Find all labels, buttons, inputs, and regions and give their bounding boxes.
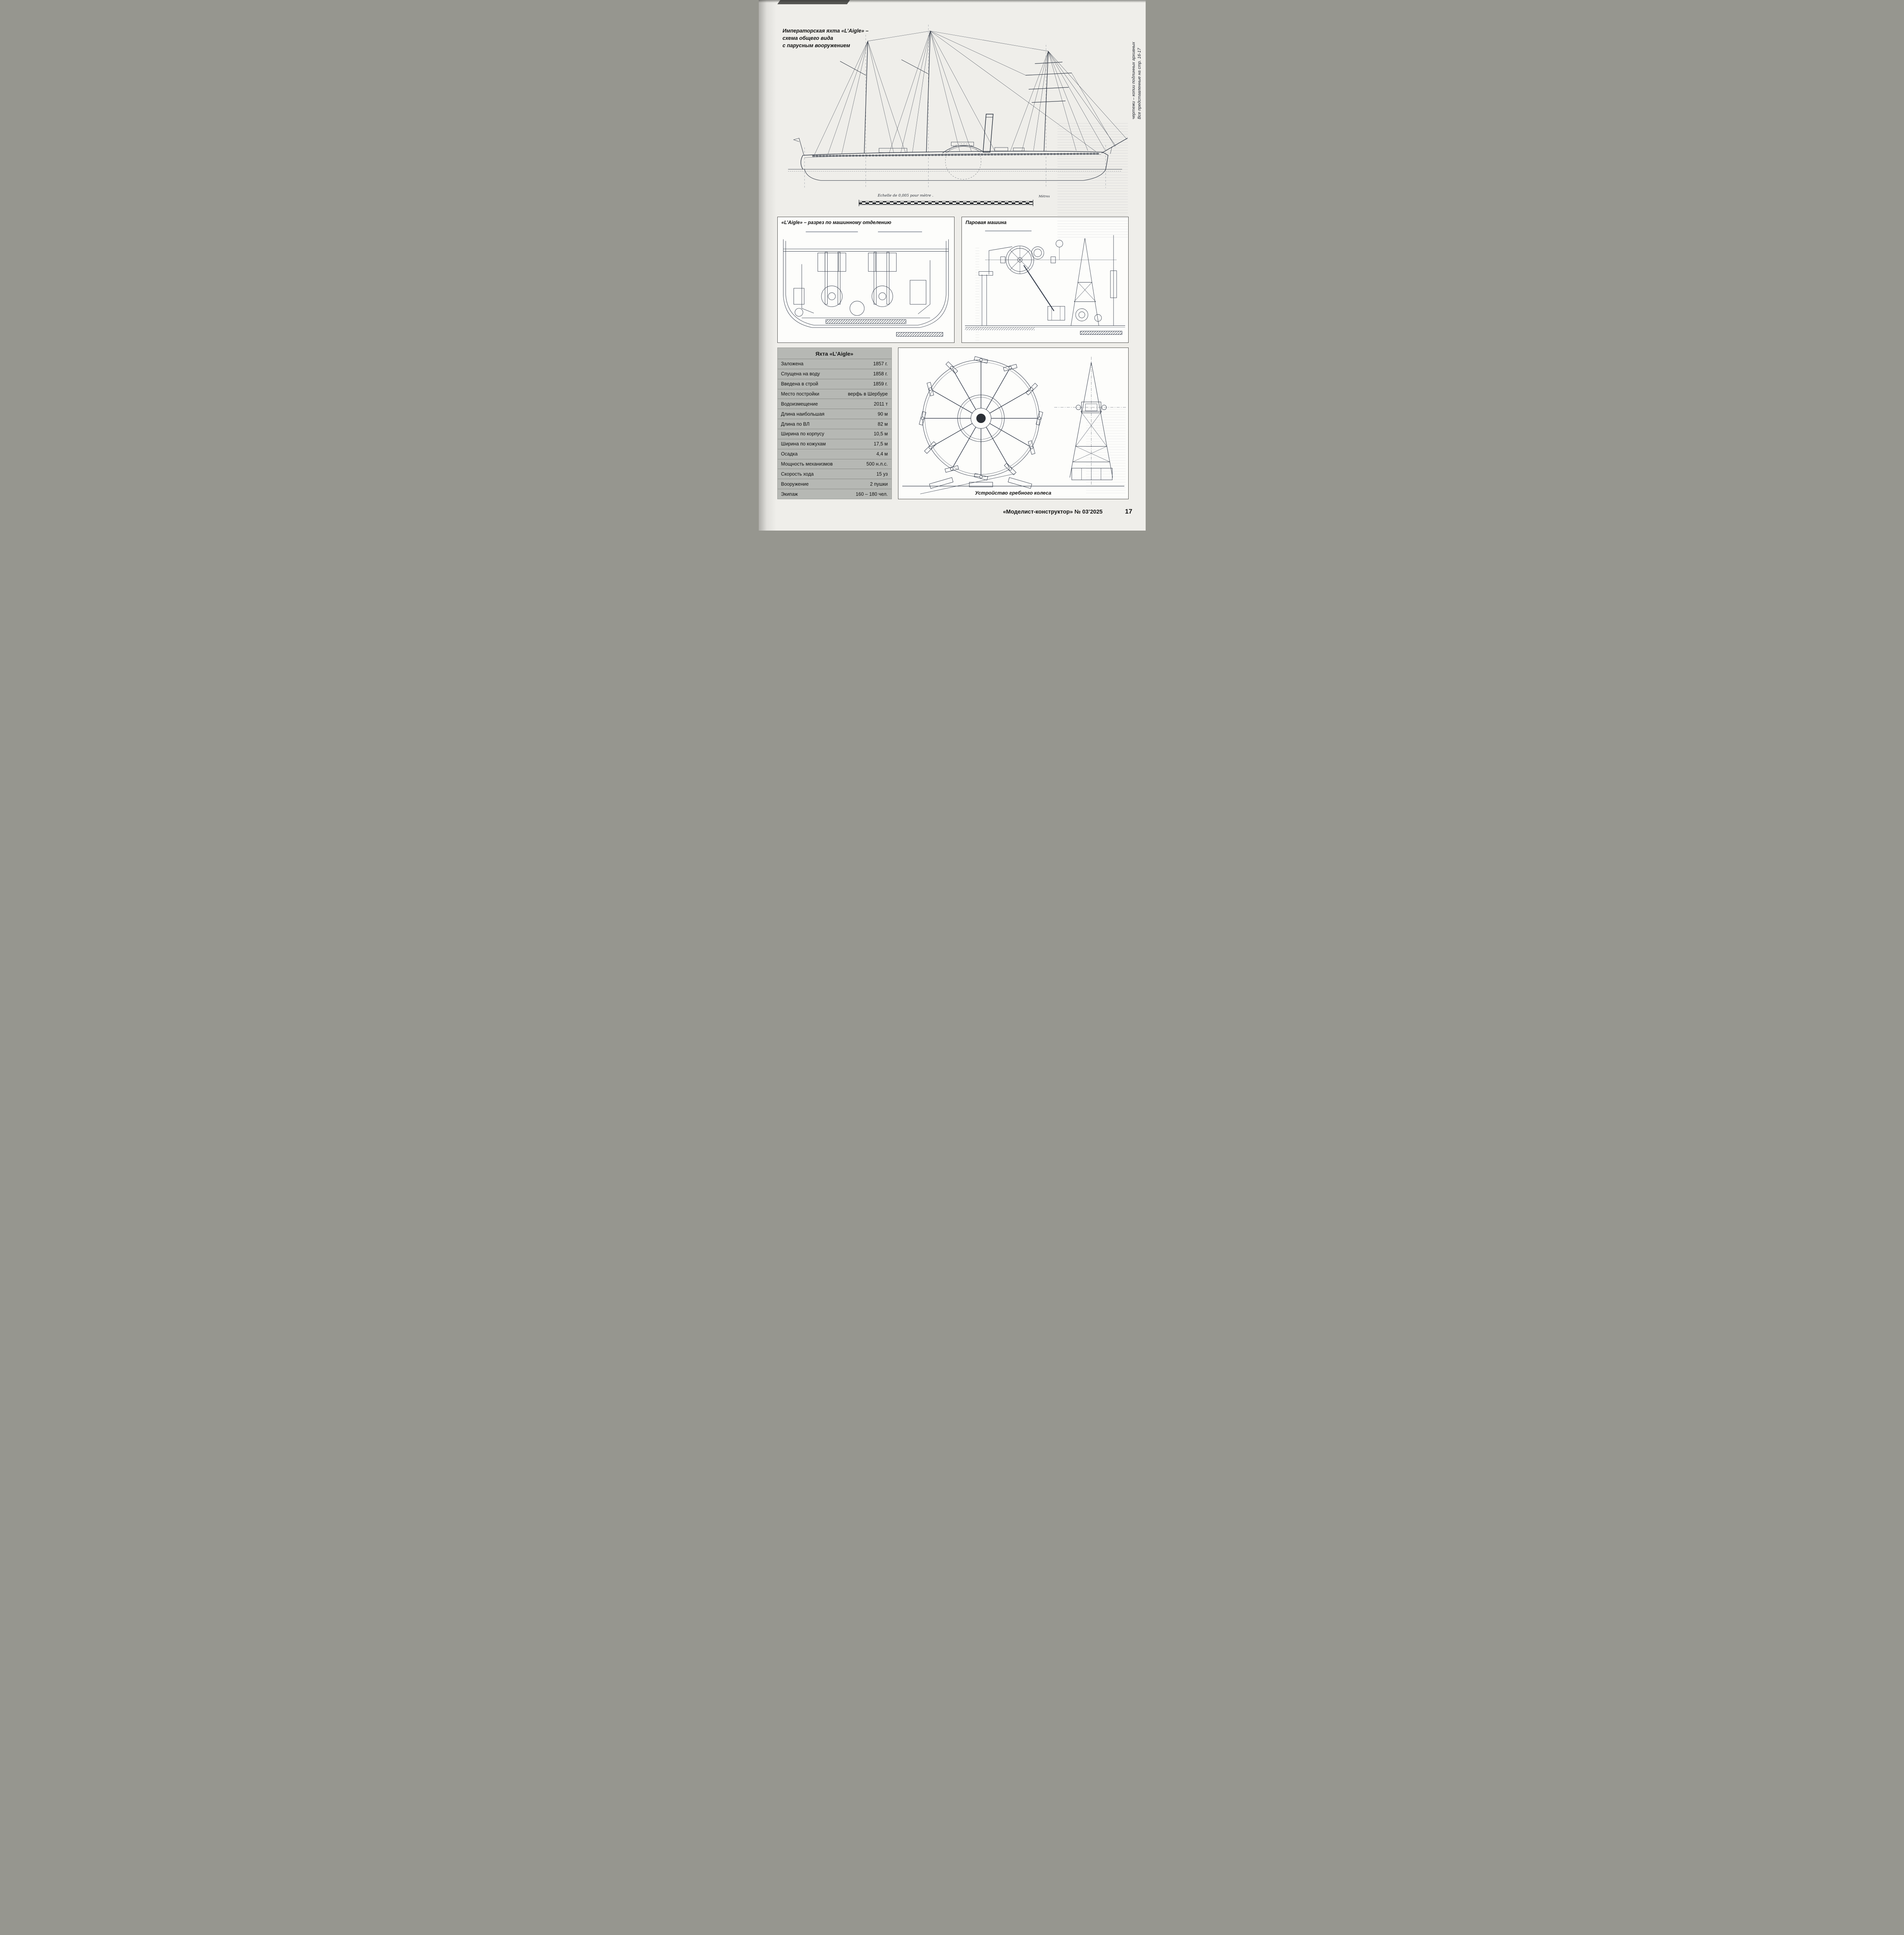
spec-value: 10,5 м [874,431,888,437]
spec-table-title: Яхта «L’Aigle» [815,351,854,357]
paddle-wheel-drawing [902,356,1126,494]
spec-label: Длина по ВЛ [781,421,810,427]
magazine-issue-label: «Моделист-конструктор» № 03’2025 [1003,509,1103,515]
table-row: Водоизмещение 2011 т [777,399,891,409]
spec-value: 500 н.л.с. [866,461,888,467]
engine-room-drawing [783,231,949,337]
spec-value: 90 м [878,411,888,417]
table-row: Длина наибольшая 90 м [777,409,891,419]
table-row: Скорость хода 15 уз [777,469,891,479]
engine-room-title: «L’Aigle» – разрез по машинному отделени… [781,220,891,225]
spec-label: Место постройки [781,391,819,397]
spec-value: 1858 г. [873,371,888,377]
table-row: Ширина по корпусу 10,5 м [777,429,891,439]
spec-label: Ширина по кожухам [781,441,826,447]
scan-artifact [777,0,850,4]
page-title-line: с парусным вооружением [782,43,850,49]
margin-note-line: Все представленные на стр. 16-17 [1137,48,1142,119]
table-row: Экипаж 160 – 180 чел. [777,489,891,499]
margin-note-line: чертежи – копии подлинных архивных [1131,42,1136,119]
scale-units-label: Mètres [1038,195,1050,198]
engine-room-section-panel: «L’Aigle» – разрез по машинному отделени… [777,217,955,343]
spec-label: Мощность механизмов [781,461,833,467]
table-row: Заложена 1857 г. [777,359,891,369]
spec-value: 17,5 м [874,441,888,447]
table-row: Ширина по кожухам 17,5 м [777,438,891,449]
spec-label: Водоизмещение [781,401,818,407]
spec-table: Яхта «L’Aigle» Заложена 1857 г. Спущена н… [777,348,892,499]
paddle-wheel-panel: Устройство гребного колеса [898,348,1129,499]
spec-value: 1857 г. [873,361,888,367]
page-number: 17 [1125,508,1132,515]
spec-value: 82 м [878,421,888,427]
spec-label: Осадка [781,451,798,457]
margin-note: Все представленные на стр. 16-17 чертежи… [1131,22,1143,119]
spec-label: Ширина по корпусу [781,431,825,437]
spec-value: 4,4 м [876,451,888,457]
table-row: Мощность механизмов 500 н.л.с. [777,459,891,469]
general-view-drawing [777,17,1129,196]
spec-value: 1859 г. [873,381,888,387]
spec-label: Длина наибольшая [781,411,825,417]
table-row: Осадка 4,4 м [777,449,891,459]
paddle-wheel-caption: Устройство гребного колеса [975,490,1052,496]
steam-engine-panel: Паровая машина [961,217,1129,343]
spec-value: 2 пушки [870,481,888,487]
table-row: Спущена на воду 1858 г. [777,368,891,379]
spec-label: Заложена [781,361,804,367]
spec-value: 15 уз [876,471,888,477]
scale-label: Echelle de 0,005 pour mètre . [878,194,934,198]
page-footer: «Моделист-конструктор» № 03’2025 17 [759,508,1146,515]
spec-label: Экипаж [781,491,798,497]
table-row: Длина по ВЛ 82 м [777,419,891,429]
table-row: Место постройки верфь в Шербуре [777,389,891,399]
spec-value: 160 – 180 чел. [855,491,888,497]
ship-side-view-illustration [788,24,1128,188]
spec-label: Вооружение [781,481,809,487]
spec-label: Введена в строй [781,381,818,387]
table-row: Введена в строй 1859 г. [777,378,891,389]
magazine-page-scan: Императорская яхта «L’Aigle» – схема общ… [758,0,1146,531]
spec-value: верфь в Шербуре [848,391,888,397]
page-title: Императорская яхта «L’Aigle» – схема общ… [783,27,879,49]
page-title-line: Императорская яхта «L’Aigle» – [782,28,869,34]
steam-engine-drawing [965,230,1125,335]
page-title-line: схема общего вида [782,35,833,41]
scale-ruler [859,200,1033,206]
spec-value: 2011 т [874,401,888,407]
spec-label: Скорость хода [781,471,814,477]
table-row: Вооружение 2 пушки [777,479,891,489]
steam-engine-title: Паровая машина [965,220,1007,225]
spec-label: Спущена на воду [781,371,820,377]
